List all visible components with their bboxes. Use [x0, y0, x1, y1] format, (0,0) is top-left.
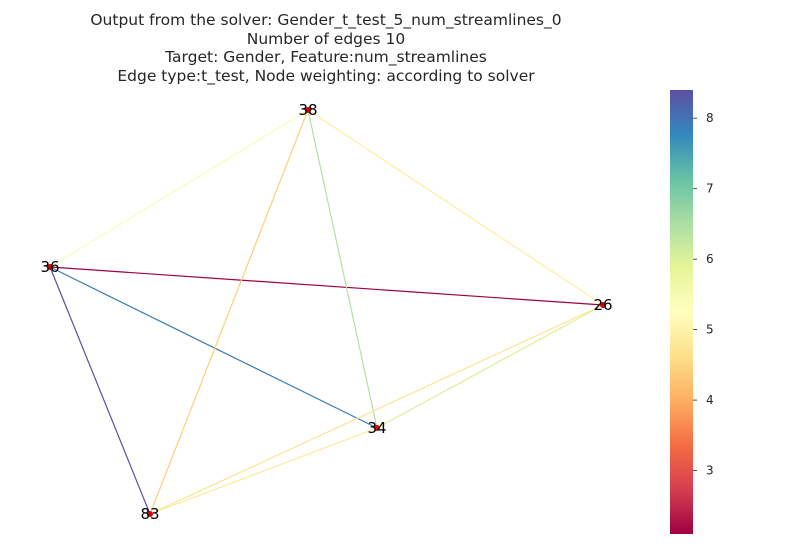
- edges-layer: [49, 109, 604, 515]
- title-line-3: Target: Gender, Feature:num_streamlines: [165, 48, 487, 67]
- node-38-label: 38: [298, 101, 317, 119]
- colorbar-tick-label: 8: [706, 111, 714, 125]
- edge-26-34: [376, 304, 604, 429]
- title-line-4: Edge type:t_test, Node weighting: accord…: [117, 66, 535, 85]
- edge-38-26: [307, 109, 604, 306]
- colorbar-tick-label: 5: [706, 323, 714, 337]
- edge-36-34: [49, 266, 378, 429]
- node-34-marker: [374, 425, 380, 431]
- colorbar-tick-label: 4: [706, 393, 714, 407]
- colorbar-tick-label: 6: [706, 252, 714, 266]
- edge-26-83: [149, 304, 604, 515]
- node-83-label: 83: [140, 505, 159, 523]
- node-26-label: 26: [593, 296, 612, 314]
- node-36-marker: [47, 264, 53, 270]
- edge-34-83: [149, 427, 378, 515]
- nodes-layer: 38 36 26 34 83: [40, 101, 612, 523]
- node-38-marker: [305, 107, 311, 113]
- colorbar: 3 4 5 6 7 8: [670, 90, 714, 534]
- node-36-label: 36: [40, 258, 59, 276]
- edge-36-26: [49, 266, 604, 306]
- edge-38-36: [49, 109, 309, 268]
- node-26-marker: [600, 302, 606, 308]
- edge-36-83: [49, 266, 151, 515]
- colorbar-ticks: 3 4 5 6 7 8: [693, 111, 714, 478]
- figure-title: Output from the solver: Gender_t_test_5_…: [0, 11, 652, 85]
- node-34-label: 34: [367, 419, 386, 437]
- title-line-2: Number of edges 10: [246, 29, 406, 48]
- colorbar-tick-label: 7: [706, 182, 714, 196]
- edge-38-34: [307, 109, 378, 429]
- colorbar-gradient: [670, 90, 693, 534]
- edge-38-83: [149, 109, 309, 515]
- node-83-marker: [147, 511, 153, 517]
- title-line-1: Output from the solver: Gender_t_test_5_…: [90, 11, 562, 29]
- colorbar-tick-label: 3: [706, 464, 714, 478]
